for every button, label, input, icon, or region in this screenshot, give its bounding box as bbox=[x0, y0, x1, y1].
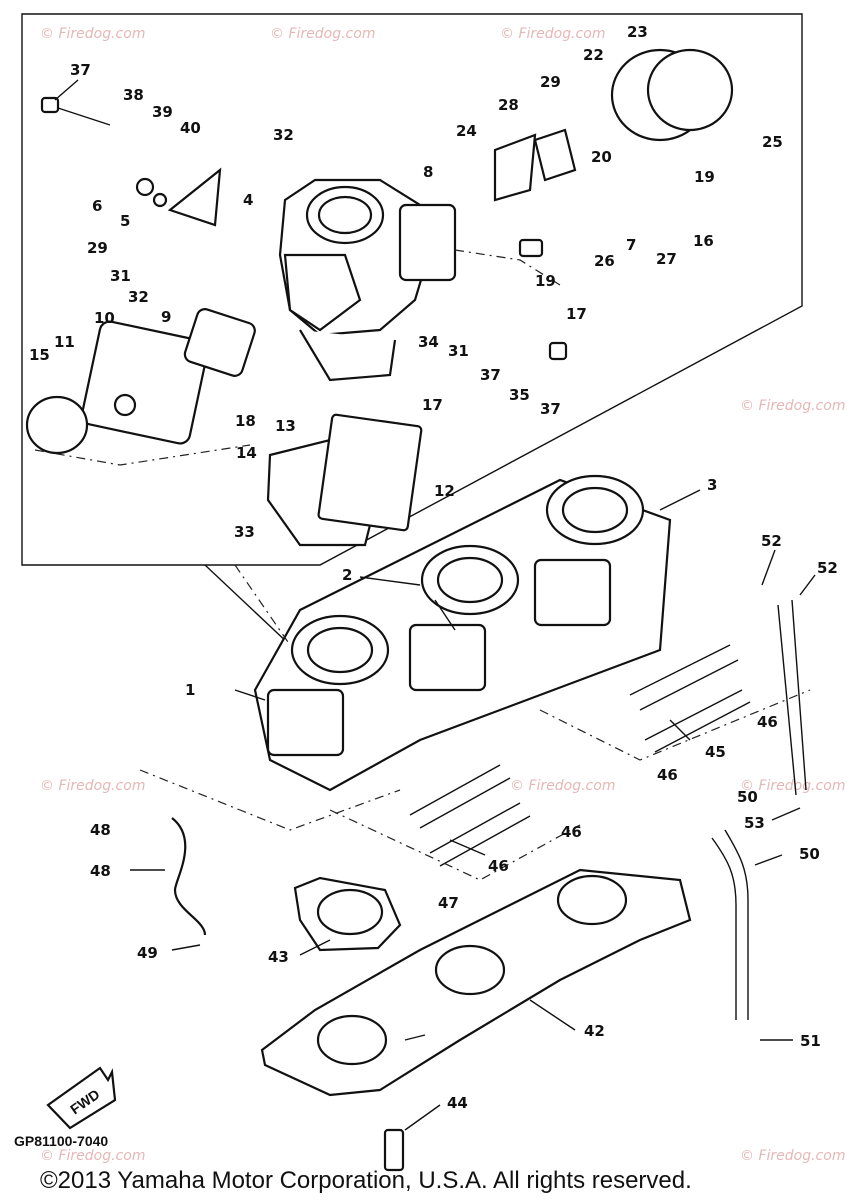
watermark: © Firedog.com bbox=[740, 1148, 845, 1164]
callout-37: 37 bbox=[540, 400, 561, 418]
callout-51: 52 bbox=[817, 559, 838, 577]
intake-manifold bbox=[260, 868, 692, 1097]
callout-37: 37 bbox=[70, 61, 91, 79]
callout-46: 46 bbox=[561, 823, 582, 841]
callout-45: 46 bbox=[488, 857, 509, 875]
callout-47: 48 bbox=[90, 862, 111, 880]
callout-4: 4 bbox=[243, 191, 253, 209]
callout-52: 53 bbox=[744, 814, 765, 832]
callout-6: 6 bbox=[92, 197, 102, 215]
callout-32: 32 bbox=[128, 288, 149, 306]
callout-38: 37 bbox=[480, 366, 501, 384]
callout-layer: 37 38 39 40 6 5 4 32 29 31 32 10 9 11 15… bbox=[29, 23, 838, 1112]
callout-5: 5 bbox=[120, 212, 130, 230]
callout-3: 3 bbox=[707, 476, 717, 494]
callout-24: 24 bbox=[456, 122, 477, 140]
callout-48: 48 bbox=[90, 821, 111, 839]
carburetor-bank bbox=[253, 474, 672, 792]
watermark: © Firedog.com bbox=[740, 778, 845, 794]
callout-8: 8 bbox=[423, 163, 433, 181]
callout-11: 11 bbox=[54, 333, 75, 351]
watermark: © Firedog.com bbox=[500, 26, 605, 42]
callout-39: 38 bbox=[123, 86, 144, 104]
copyright-notice: ©2013 Yamaha Motor Corporation, U.S.A. A… bbox=[40, 1167, 692, 1194]
fwd-arrow: FWD bbox=[46, 1066, 117, 1130]
hoses bbox=[171, 599, 807, 1020]
watermark: © Firedog.com bbox=[40, 778, 145, 794]
carburetor-detail bbox=[278, 178, 457, 382]
callout-18: 18 bbox=[235, 412, 256, 430]
callout-20: 19 bbox=[694, 168, 715, 186]
callout-46: 47 bbox=[438, 894, 459, 912]
watermark: © Firedog.com bbox=[510, 778, 615, 794]
callout-46: 46 bbox=[657, 766, 678, 784]
callout-36: 35 bbox=[509, 386, 530, 404]
detail-leader bbox=[204, 564, 291, 646]
callout-42: 42 bbox=[584, 1022, 605, 1040]
callout-46: 46 bbox=[757, 713, 778, 731]
callout-2: 2 bbox=[342, 566, 352, 584]
callout-22: 22 bbox=[583, 46, 604, 64]
callout-43: 43 bbox=[268, 948, 289, 966]
callout-17: 17 bbox=[422, 396, 443, 414]
callout-14: 14 bbox=[236, 444, 257, 462]
callout-1: 1 bbox=[185, 681, 195, 699]
callout-28: 28 bbox=[498, 96, 519, 114]
callout-15: 15 bbox=[29, 346, 50, 364]
callout-26: 26 bbox=[594, 252, 615, 270]
callout-48: 49 bbox=[137, 944, 158, 962]
callout-33: 33 bbox=[234, 523, 255, 541]
callout-45: 45 bbox=[705, 743, 726, 761]
detail-frame bbox=[21, 13, 803, 566]
callout-19: 19 bbox=[535, 272, 556, 290]
callout-21: 20 bbox=[591, 148, 612, 166]
callout-44: 44 bbox=[447, 1094, 468, 1112]
callout-50: 51 bbox=[800, 1032, 821, 1050]
detail-parts bbox=[25, 48, 734, 1172]
callout-17: 17 bbox=[566, 305, 587, 323]
callout-49: 50 bbox=[799, 845, 820, 863]
callout-52: 52 bbox=[761, 532, 782, 550]
callout-13: 13 bbox=[275, 417, 296, 435]
callout-12: 12 bbox=[434, 482, 455, 500]
watermark: © Firedog.com bbox=[40, 1148, 145, 1164]
callout-34: 32 bbox=[273, 126, 294, 144]
callout-41: 40 bbox=[180, 119, 201, 137]
watermark-layer: © Firedog.com © Firedog.com © Firedog.co… bbox=[40, 26, 845, 1164]
watermark: © Firedog.com bbox=[270, 26, 375, 42]
part-code: GP81100-7040 bbox=[14, 1133, 108, 1149]
callout-10: 10 bbox=[94, 309, 115, 327]
callout-31: 31 bbox=[448, 342, 469, 360]
callout-9: 9 bbox=[161, 308, 171, 326]
callout-35: 34 bbox=[418, 333, 439, 351]
callout-27: 27 bbox=[656, 250, 677, 268]
watermark: © Firedog.com bbox=[40, 26, 145, 42]
callout-16: 16 bbox=[693, 232, 714, 250]
leader-lines bbox=[54, 79, 816, 1131]
callout-29: 29 bbox=[540, 73, 561, 91]
watermark: © Firedog.com bbox=[740, 398, 845, 414]
callout-7: 7 bbox=[626, 236, 636, 254]
callout-30: 29 bbox=[87, 239, 108, 257]
assembly-guides bbox=[34, 249, 811, 881]
callout-40: 39 bbox=[152, 103, 173, 121]
callout-25: 25 bbox=[762, 133, 783, 151]
callout-23: 23 bbox=[627, 23, 648, 41]
callout-50: 50 bbox=[737, 788, 758, 806]
callout-31: 31 bbox=[110, 267, 131, 285]
